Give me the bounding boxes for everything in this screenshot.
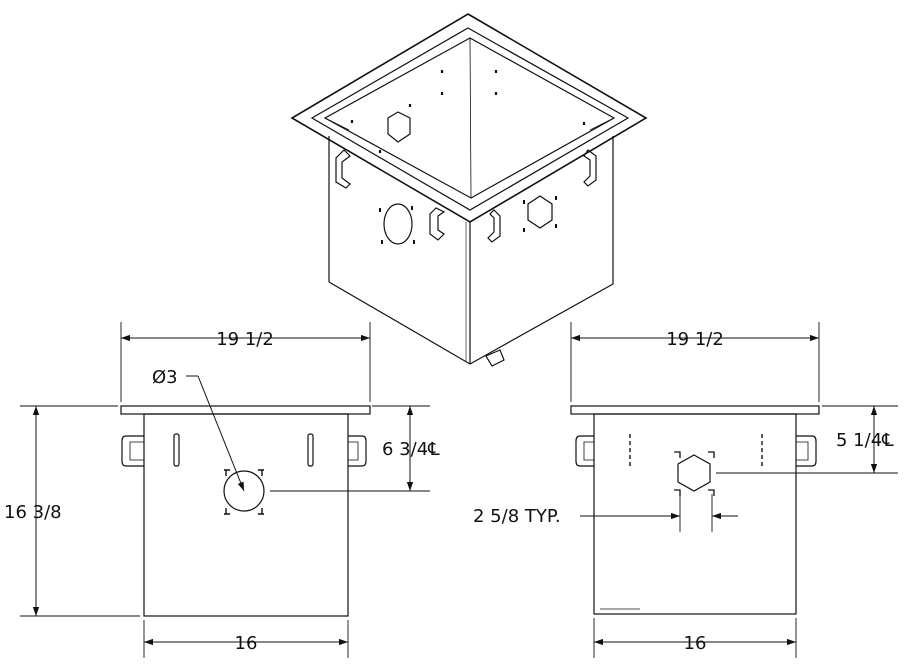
front-slot — [307, 433, 314, 467]
side-handle-right — [796, 435, 817, 467]
front-hole-height-label: 6 3/4℄ — [382, 439, 440, 460]
iso-round-knockout — [383, 203, 413, 245]
side-hole-height-label: 5 1/4℄ — [836, 430, 894, 451]
iso-flange-outer — [290, 13, 648, 223]
front-handle-left — [121, 435, 144, 467]
isometric-view — [290, 13, 648, 367]
iso-bottom-left — [328, 281, 471, 365]
iso-hex-knockout — [527, 195, 553, 229]
front-height-label: 16 3/8 — [4, 502, 62, 523]
side-handle-left — [575, 435, 594, 467]
front-handle-right — [348, 435, 367, 467]
iso-hex-knockout-inner — [387, 111, 411, 143]
iso-bottom-right — [469, 283, 614, 365]
diameter-leader — [197, 375, 245, 492]
iso-handle — [487, 209, 501, 243]
side-body — [593, 413, 797, 615]
front-slot — [173, 433, 180, 467]
front-round-knockout — [223, 470, 265, 512]
iso-flange-inner — [310, 27, 630, 211]
front-top-width-label: 19 1/2 — [216, 329, 274, 350]
front-body — [143, 413, 349, 617]
front-view — [20, 322, 430, 658]
iso-handle — [429, 207, 446, 241]
front-flange — [120, 405, 371, 415]
iso-opening — [323, 37, 616, 199]
iso-handle — [335, 149, 351, 189]
side-view — [570, 322, 898, 658]
side-top-width-label: 19 1/2 — [666, 329, 724, 350]
side-spacing-label: 2 5/8 TYP. — [473, 506, 561, 527]
side-bottom-width-label: 16 — [684, 633, 707, 654]
front-hole-diameter-label: Ø3 — [152, 367, 178, 388]
side-hex-knockout — [677, 454, 711, 492]
front-bottom-width-label: 16 — [235, 633, 258, 654]
iso-handle — [583, 149, 597, 187]
side-flange — [570, 405, 820, 415]
